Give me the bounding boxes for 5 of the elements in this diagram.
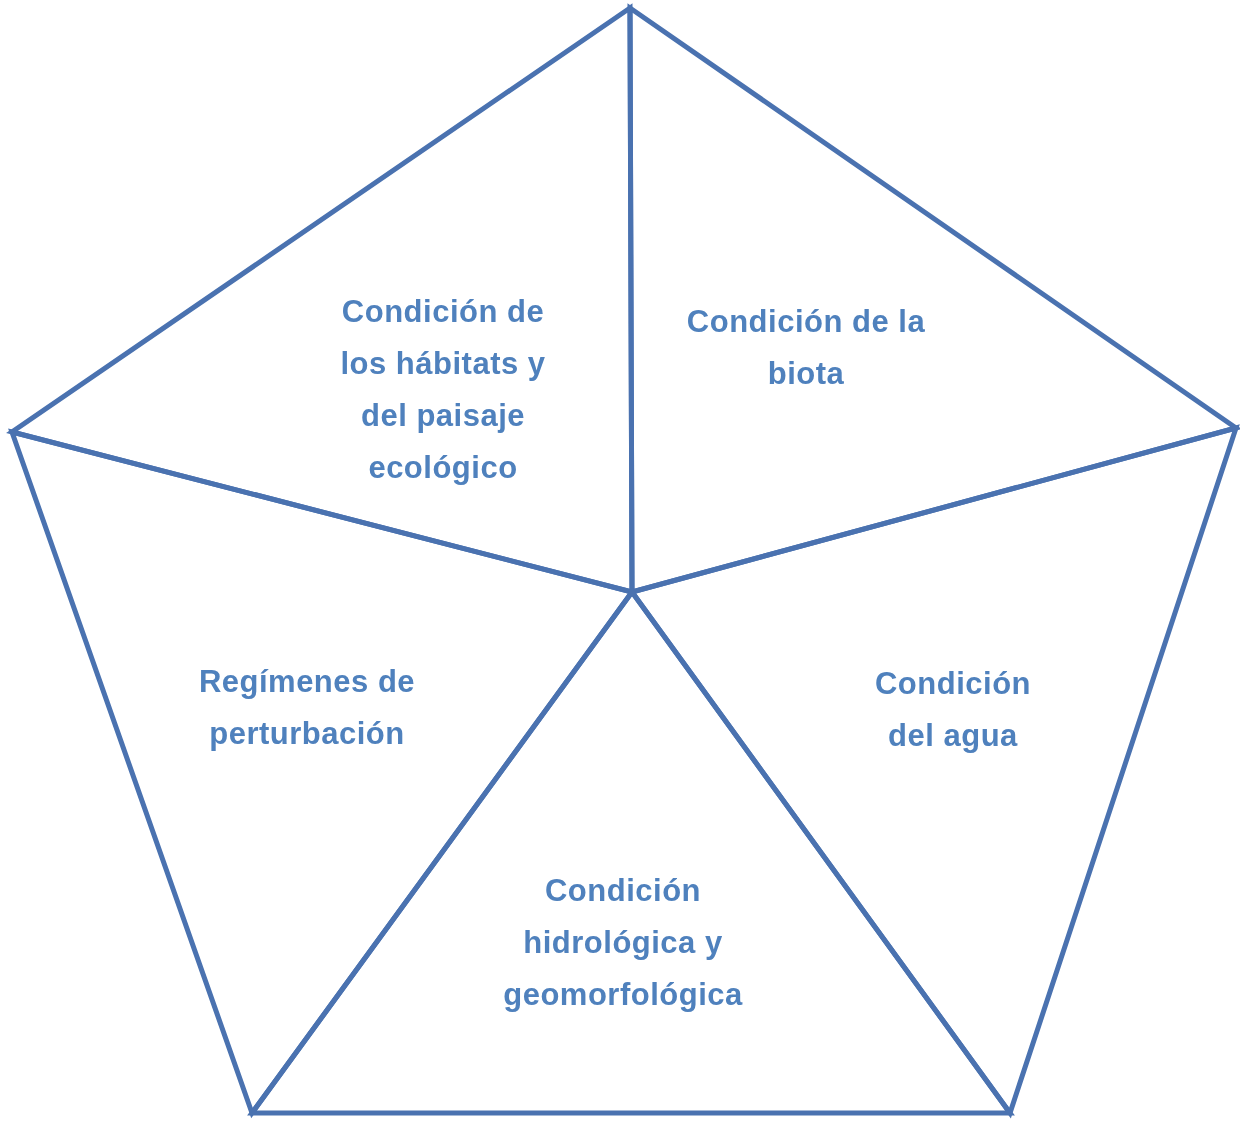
- segment-label: Regímenes de perturbación: [197, 663, 417, 753]
- segment-label: Condición de la biota: [685, 303, 927, 393]
- segment-label: Condición de los hábitats y del paisaje ecológico: [339, 293, 547, 487]
- segment-label: Condición hidrológica y geomorfológica: [502, 872, 744, 1014]
- segment-label: Condición del agua: [873, 665, 1032, 755]
